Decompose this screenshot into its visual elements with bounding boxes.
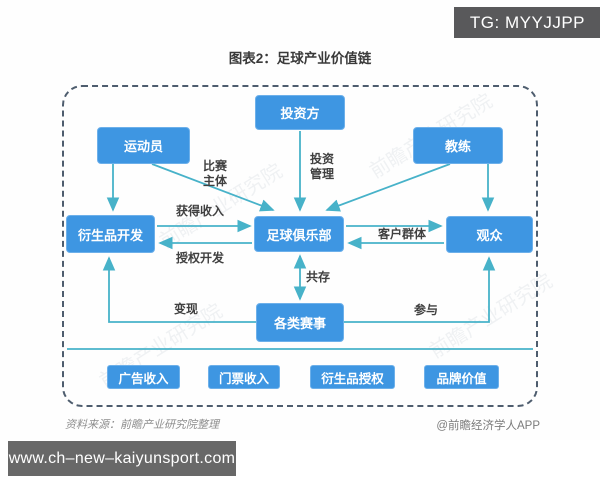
node-events: 各类赛事 (256, 303, 344, 342)
label-coexist: 共存 (305, 270, 330, 284)
node-investor: 投资方 (255, 95, 345, 130)
label-investment-management: 投资 管理 (309, 152, 334, 181)
node-ad-revenue: 广告收入 (107, 365, 180, 389)
diagram-frame (62, 85, 538, 407)
node-derivatives: 衍生品开发 (66, 215, 155, 253)
label-match-subject: 比赛 主体 (202, 159, 227, 188)
label-monetize: 变现 (173, 302, 198, 316)
source-note: 资料来源：前瞻产业研究院整理 (65, 419, 219, 431)
node-audience: 观众 (446, 216, 533, 253)
tg-badge: TG: MYYJJPP (453, 7, 600, 38)
edge-coach-club (325, 163, 451, 212)
node-club: 足球俱乐部 (254, 216, 344, 252)
node-derivative-licensing: 衍生品授权 (310, 365, 395, 389)
url-label: www.ch–new–kaiyunsport.com (8, 441, 236, 476)
label-licensed-development: 授权开发 (175, 251, 224, 265)
edge-athlete-club (151, 163, 275, 212)
label-participate: 参与 (413, 303, 438, 317)
label-gain-income: 获得收入 (175, 204, 224, 218)
node-brand-value: 品牌价值 (424, 365, 499, 389)
figure-title: 图表2：足球产业价值链 (228, 51, 372, 66)
edge-events-derivatives (102, 256, 256, 323)
node-ticket-revenue: 门票收入 (208, 365, 280, 389)
label-customer-group: 客户群体 (377, 227, 426, 241)
edge-events-audience (344, 256, 496, 323)
credit-note: @前瞻经济学人APP (436, 420, 540, 432)
node-athlete: 运动员 (97, 127, 190, 164)
bottom-bar: www.ch–new–kaiyunsport.com (0, 440, 600, 480)
node-coach: 教练 (413, 127, 503, 164)
